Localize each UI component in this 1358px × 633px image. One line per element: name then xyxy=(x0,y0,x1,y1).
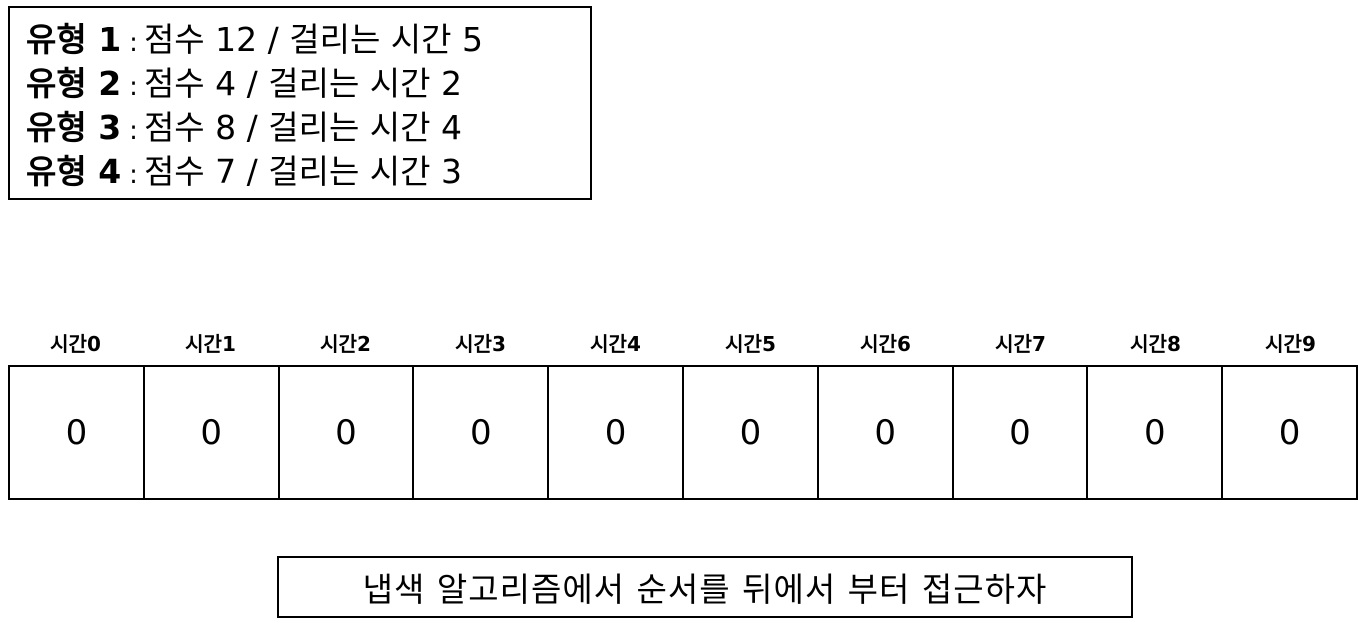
type-description: 점수 7 / 걸리는 시간 3 xyxy=(143,152,463,191)
time-header-4: 시간4 xyxy=(590,332,641,356)
time-header-5: 시간5 xyxy=(725,332,776,356)
dp-cell-9: 0 xyxy=(1223,367,1358,498)
time-header-8: 시간8 xyxy=(1130,332,1181,356)
dp-cell-4: 0 xyxy=(549,367,684,498)
time-header-7: 시간7 xyxy=(995,332,1046,356)
type-description: 점수 4 / 걸리는 시간 2 xyxy=(143,64,463,103)
time-header-2: 시간2 xyxy=(320,332,371,356)
dp-cell-3: 0 xyxy=(414,367,550,498)
time-header-row: 시간0 시간1 시간2 시간3 시간4 시간5 시간6 시간7 시간8 시간9 xyxy=(8,327,1358,361)
dp-cell-5: 0 xyxy=(684,367,819,498)
dp-array: 0 0 0 0 0 0 0 0 0 0 xyxy=(8,365,1358,500)
type-row-2: 유형 2:점수 4 / 걸리는 시간 2 xyxy=(26,62,590,106)
type-name: 유형 2 xyxy=(26,64,122,103)
type-name: 유형 3 xyxy=(26,108,122,147)
type-info-box: 유형 1:점수 12 / 걸리는 시간 5 유형 2:점수 4 / 걸리는 시간… xyxy=(8,6,592,200)
dp-cell-7: 0 xyxy=(954,367,1089,498)
type-separator: : xyxy=(129,116,138,146)
time-header-0: 시간0 xyxy=(50,332,101,356)
type-separator: : xyxy=(129,72,138,102)
type-row-4: 유형 4:점수 7 / 걸리는 시간 3 xyxy=(26,150,590,194)
type-name: 유형 1 xyxy=(26,20,122,59)
hint-box: 냅색 알고리즘에서 순서를 뒤에서 부터 접근하자 xyxy=(277,556,1133,618)
type-description: 점수 12 / 걸리는 시간 5 xyxy=(143,20,484,59)
time-header-1: 시간1 xyxy=(185,332,236,356)
dp-cell-1: 0 xyxy=(145,367,280,498)
dp-cell-6: 0 xyxy=(819,367,954,498)
dp-cell-0: 0 xyxy=(10,367,145,498)
hint-text: 냅색 알고리즘에서 순서를 뒤에서 부터 접근하자 xyxy=(362,570,1048,609)
time-header-9: 시간9 xyxy=(1265,332,1316,356)
dp-cell-2: 0 xyxy=(280,367,415,498)
type-name: 유형 4 xyxy=(26,152,122,191)
type-row-1: 유형 1:점수 12 / 걸리는 시간 5 xyxy=(26,18,590,62)
type-separator: : xyxy=(129,160,138,190)
type-description: 점수 8 / 걸리는 시간 4 xyxy=(143,108,463,147)
dp-cell-8: 0 xyxy=(1088,367,1224,498)
time-header-3: 시간3 xyxy=(455,332,506,356)
type-row-3: 유형 3:점수 8 / 걸리는 시간 4 xyxy=(26,106,590,150)
type-separator: : xyxy=(129,28,138,58)
time-header-6: 시간6 xyxy=(860,332,911,356)
